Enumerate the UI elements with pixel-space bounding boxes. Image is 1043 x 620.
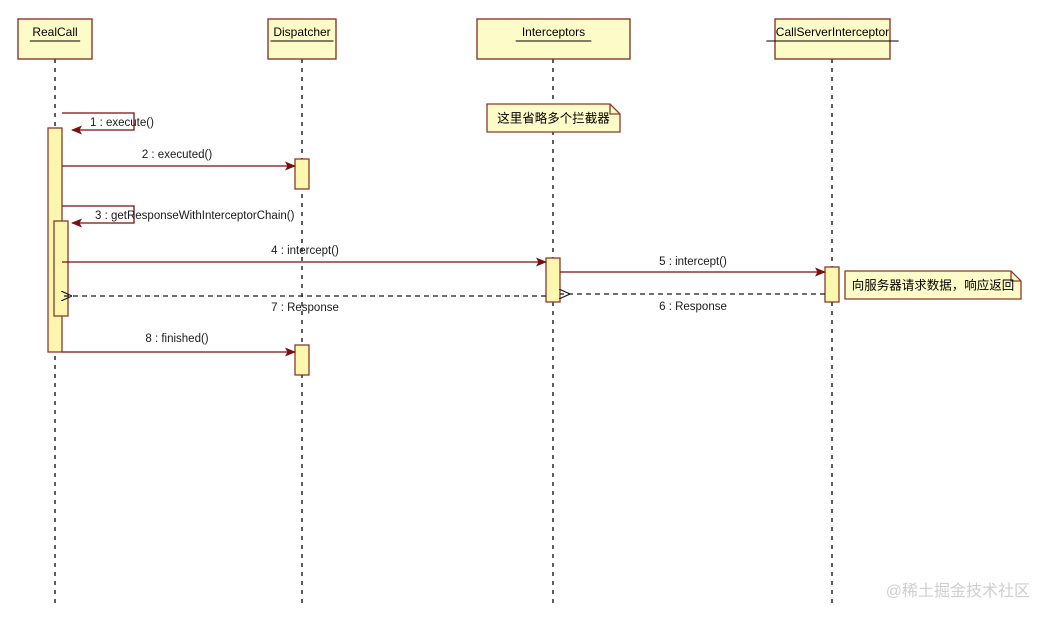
lifeline-label-interceptors: Interceptors — [522, 25, 585, 39]
message-3[interactable]: 3 : getResponseWithInterceptorChain() — [62, 205, 295, 228]
note-fold-1 — [1010, 271, 1021, 282]
lifeline-label-realcall: RealCall — [32, 25, 77, 39]
note-body-0 — [486, 103, 621, 133]
message-arrow-1 — [62, 112, 135, 135]
message-arrow-3 — [62, 205, 135, 228]
lifeline-dispatcher[interactable]: Dispatcher — [267, 18, 337, 608]
message-5[interactable]: 5 : intercept() — [560, 256, 826, 277]
messages-layer: 1 : execute() 2 : executed() 3 : getRespon… — [62, 112, 826, 357]
lifelines-layer: RealCall Dispatcher Interceptors CallServer… — [17, 18, 899, 608]
lifeline-interceptors[interactable]: Interceptors — [476, 18, 631, 608]
lifeline-box-dispatcher[interactable] — [267, 18, 337, 60]
activation-bar-act-dispatcher-1[interactable] — [294, 158, 310, 190]
message-label-3: 3 : getResponseWithInterceptorChain() — [95, 210, 295, 222]
message-label-7: 7 : Response — [271, 302, 339, 314]
lifeline-label-callserverinterceptor: CallServerInterceptor — [776, 25, 889, 39]
activation-bar-act-interceptors-1[interactable] — [545, 257, 561, 303]
message-label-2: 2 : executed() — [142, 149, 212, 161]
lifeline-box-callserverinterceptor[interactable] — [774, 18, 891, 60]
watermark-layer: @稀土掘金技术社区 — [886, 582, 1030, 600]
message-1[interactable]: 1 : execute() — [62, 112, 154, 135]
note-body-1 — [844, 270, 1022, 300]
note-interceptors-omitted[interactable]: 这里省略多个拦截器 — [486, 103, 621, 133]
message-label-6: 6 : Response — [659, 301, 727, 313]
message-label-8: 8 : finished() — [145, 333, 208, 345]
message-8[interactable]: 8 : finished() — [62, 333, 296, 357]
activation-bar-act-realcall-inner[interactable] — [53, 220, 69, 317]
message-4[interactable]: 4 : intercept() — [62, 245, 547, 267]
note-text-0: 这里省略多个拦截器 — [497, 110, 610, 125]
note-text-1: 向服务器请求数据，响应返回 — [852, 277, 1015, 292]
note-server-request[interactable]: 向服务器请求数据，响应返回 — [844, 270, 1022, 300]
lifeline-label-dispatcher: Dispatcher — [273, 25, 330, 39]
activation-bar-act-dispatcher-2[interactable] — [294, 344, 310, 376]
message-label-1: 1 : execute() — [90, 117, 154, 129]
message-label-4: 4 : intercept() — [271, 245, 339, 257]
watermark: @稀土掘金技术社区 — [886, 582, 1030, 600]
message-6[interactable]: 6 : Response — [560, 294, 825, 313]
message-7[interactable]: 7 : Response — [62, 296, 546, 314]
message-label-5: 5 : intercept() — [659, 256, 727, 268]
lifeline-box-interceptors[interactable] — [476, 18, 631, 60]
activation-bar-act-callserver-1[interactable] — [824, 266, 840, 303]
lifeline-box-realcall[interactable] — [17, 18, 93, 60]
note-fold-0 — [609, 104, 620, 115]
lifeline-callserverinterceptor[interactable]: CallServerInterceptor — [766, 18, 899, 608]
message-2[interactable]: 2 : executed() — [62, 149, 296, 171]
